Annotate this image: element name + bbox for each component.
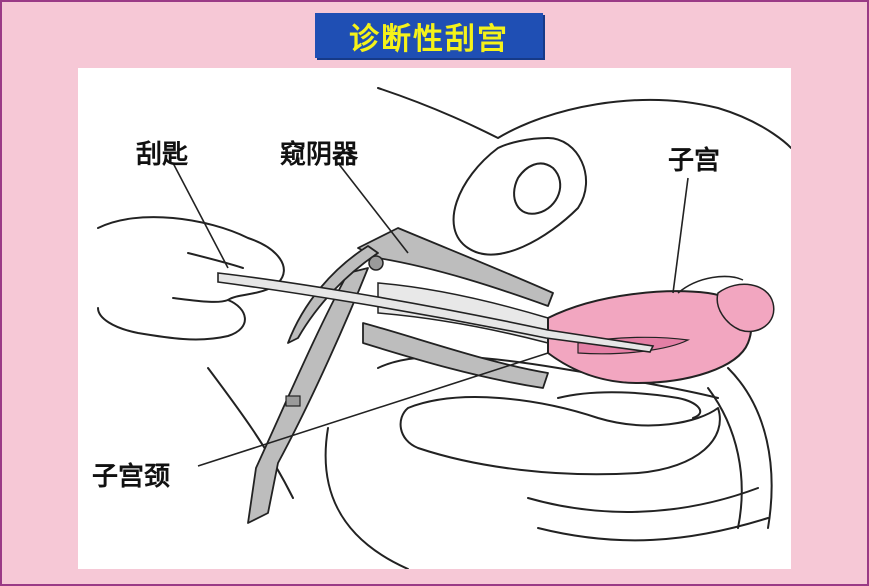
curette-instrument <box>217 272 655 353</box>
leader-speculum <box>337 162 409 254</box>
speculum-pivot <box>368 255 384 271</box>
leader-curette <box>172 162 229 269</box>
label-cervix: 子宫颈 <box>92 462 171 492</box>
sacrum <box>727 367 773 529</box>
lower-curve-2 <box>537 517 769 542</box>
label-curette: 刮匙 <box>136 140 189 170</box>
bowel-loop <box>557 391 702 419</box>
bladder-inner <box>513 162 562 215</box>
back-outline <box>324 427 409 569</box>
anatomy-illustration <box>97 87 791 569</box>
thigh-outline <box>207 367 294 499</box>
speculum-instrument <box>247 227 554 524</box>
hand-finger-2 <box>172 297 229 303</box>
speculum-handle <box>247 267 369 524</box>
label-speculum: 窥阴器 <box>280 140 359 170</box>
illustration-panel: 刮匙 窥阴器 子宫 子宫颈 <box>78 68 791 569</box>
leader-cervix <box>197 352 549 467</box>
label-uterus: 子宫 <box>668 146 721 176</box>
lower-curve <box>527 487 759 513</box>
hand-finger <box>187 252 244 269</box>
speculum-screw <box>285 395 301 407</box>
page-title: 诊断性刮宫 <box>315 13 543 58</box>
speculum-upper-handle <box>287 245 379 344</box>
speculum-upper-blade <box>357 227 554 307</box>
rectum <box>399 396 721 476</box>
abdomen-outline <box>377 87 791 149</box>
leader-uterus <box>672 177 689 294</box>
ovary <box>716 283 775 333</box>
hand <box>97 216 285 341</box>
speculum-lower-blade <box>362 322 549 389</box>
bladder <box>452 137 588 256</box>
fallopian-tube <box>677 275 744 294</box>
sacrum-inner <box>707 387 743 529</box>
